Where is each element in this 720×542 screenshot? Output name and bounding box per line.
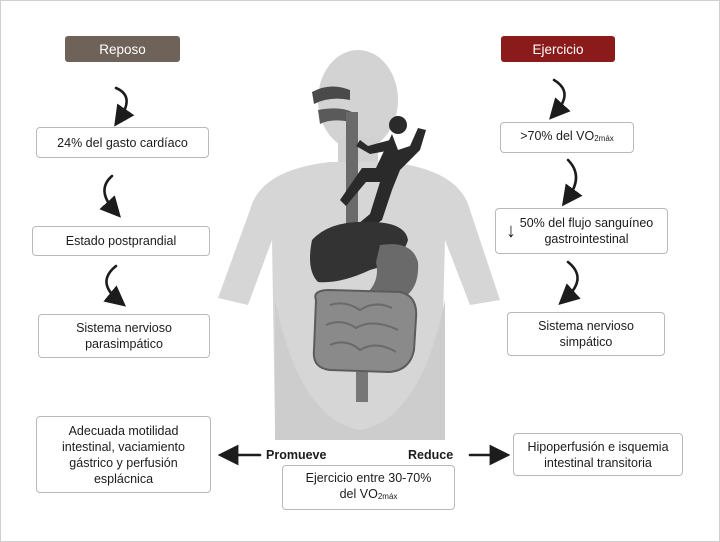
outcome-reduced-box: Hipoperfusión e isquemia intestinal tran… bbox=[513, 433, 683, 476]
exercise-intensity-line1: Ejercicio entre 30-70% bbox=[305, 471, 432, 485]
rest-arrow-1 bbox=[114, 86, 135, 127]
rest-title-pill: Reposo bbox=[65, 36, 180, 62]
rest-title: Reposo bbox=[99, 41, 146, 57]
outcome-promoted-box: Adecuada motilidad intestinal, vaciamien… bbox=[36, 416, 211, 493]
rest-arrow-3 bbox=[103, 264, 127, 307]
rest-step-3-line1: Sistema nervioso bbox=[76, 321, 172, 335]
outcome-promoted-line1: Adecuada motilidad bbox=[68, 423, 179, 438]
runner-silhouette-icon bbox=[340, 116, 426, 242]
rest-step-parasympathetic: Sistema nervioso parasimpático bbox=[38, 314, 210, 358]
outcome-promoted-line3: gástrico y perfusión bbox=[69, 455, 178, 470]
outcome-promoted-line2: intestinal, vaciamiento bbox=[62, 439, 185, 454]
outcome-reduced-line1: Hipoperfusión e isquemia bbox=[527, 439, 669, 454]
rest-step-postprandial: Estado postprandial bbox=[32, 226, 210, 256]
exercise-intensity-box: Ejercicio entre 30-70% del VO2máx bbox=[282, 465, 455, 510]
exercise-step-1-text: >70% del VO2máx bbox=[520, 129, 614, 143]
exercise-step-vo2: >70% del VO2máx bbox=[500, 122, 634, 153]
exercise-step-sympathetic: Sistema nervioso simpático bbox=[507, 312, 665, 356]
rest-step-cardiac-output: 24% del gasto cardíaco bbox=[36, 127, 209, 158]
exercise-step-2-line1: 50% del flujo sanguíneo bbox=[519, 216, 654, 230]
exercise-arrow-3 bbox=[558, 260, 581, 305]
exercise-title-pill: Ejercicio bbox=[501, 36, 615, 62]
stomach-icon bbox=[368, 244, 419, 302]
outcome-reduced-line2: intestinal transitoria bbox=[544, 455, 652, 470]
exercise-step-3-line1: Sistema nervioso bbox=[538, 319, 634, 333]
liver-icon bbox=[310, 221, 408, 283]
rest-step-3-line2: parasimpático bbox=[85, 337, 163, 351]
exercise-step-3-line2: simpático bbox=[559, 335, 613, 349]
intestine-icon bbox=[312, 288, 418, 402]
outcome-promoted-line4: esplácnica bbox=[93, 471, 154, 486]
rest-step-2-text: Estado postprandial bbox=[65, 234, 177, 248]
exercise-step-blood-flow: ↓ 50% del flujo sanguíneo gastrointestin… bbox=[495, 208, 668, 254]
exercise-step-2-line2: gastrointestinal bbox=[544, 232, 629, 246]
reduces-label: Reduce bbox=[408, 448, 454, 462]
rest-step-1-text: 24% del gasto cardíaco bbox=[57, 135, 188, 150]
exercise-arrow-2 bbox=[561, 158, 583, 207]
down-arrow-icon: ↓ bbox=[506, 220, 516, 242]
exercise-title: Ejercicio bbox=[532, 41, 584, 57]
exercise-intensity-line2: del VO2máx bbox=[339, 487, 398, 501]
exercise-arrow-1 bbox=[549, 78, 571, 120]
promotes-label: Promueve bbox=[266, 448, 327, 462]
rest-arrow-2 bbox=[99, 174, 121, 218]
